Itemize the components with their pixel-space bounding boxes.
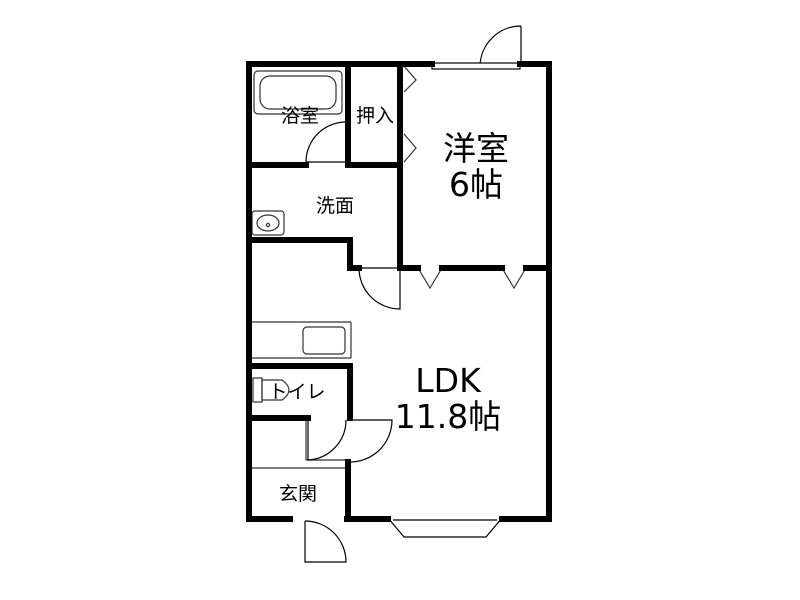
- sliding-door-mark-right: [501, 267, 527, 290]
- label-western-room: 洋室: [443, 129, 509, 168]
- toilet-bowl: [261, 379, 290, 401]
- label-toilet: トイレ: [268, 381, 325, 403]
- entry-inner-door: [349, 419, 393, 463]
- bathtub: [253, 70, 343, 115]
- walls: [246, 61, 552, 522]
- label-bath: 浴室: [281, 105, 319, 127]
- label-western-room-size: 6帖: [449, 165, 503, 204]
- label-washroom: 洗面: [316, 195, 354, 217]
- closet-door-mark-lower: [403, 133, 417, 163]
- kitchen-sink: [302, 326, 346, 355]
- bay-window: [387, 517, 503, 538]
- toilet-tank: [252, 377, 263, 403]
- washroom-door: [358, 267, 401, 310]
- sliding-door-mark-left: [417, 267, 443, 290]
- label-ldk: LDK: [415, 361, 482, 400]
- balcony-door: [479, 25, 522, 67]
- washbasin-drain: [265, 222, 271, 228]
- label-closet: 押入: [356, 105, 394, 127]
- label-ldk-size: 11.8帖: [395, 397, 501, 436]
- bath-door: [305, 121, 347, 163]
- washbasin-bowl: [256, 214, 280, 232]
- toilet-door: [307, 419, 347, 461]
- label-entrance: 玄関: [279, 483, 317, 505]
- doors: [304, 25, 522, 563]
- closet-door-mark-upper: [403, 65, 417, 93]
- window-top: [431, 62, 521, 70]
- bathtub-inner: [259, 75, 337, 110]
- labels: 浴室 押入 洗面 洋室 6帖 トイレ 玄関 LDK 11.8帖: [268, 105, 509, 505]
- front-door: [304, 520, 347, 563]
- windows: [387, 62, 521, 538]
